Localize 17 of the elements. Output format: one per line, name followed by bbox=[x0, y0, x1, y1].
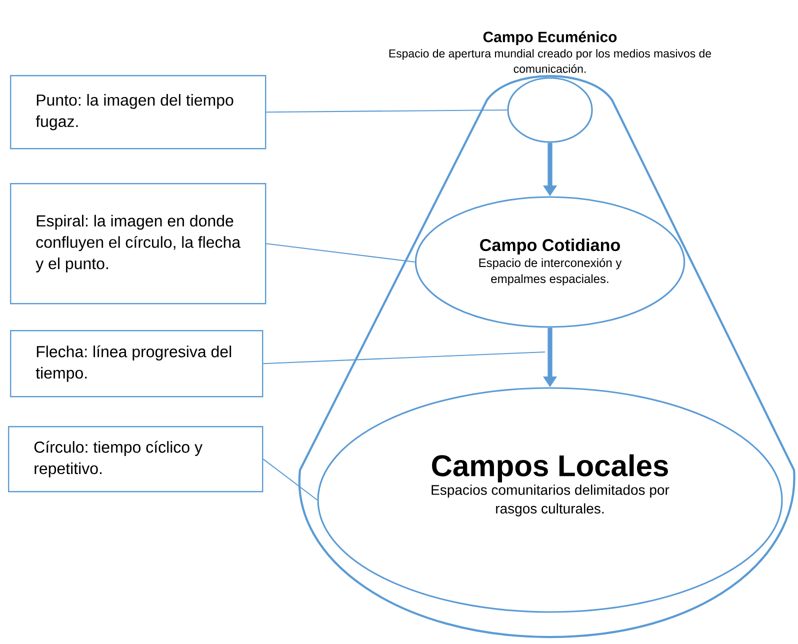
small-circle bbox=[507, 77, 593, 143]
leader-line bbox=[262, 458, 318, 500]
ellipse bbox=[317, 387, 783, 613]
text-box: Punto: la imagen del tiempo fugaz. bbox=[10, 75, 266, 150]
text-box: Flecha: línea progresiva del tiempo. bbox=[10, 330, 264, 398]
heading: Campos Locales bbox=[432, 454, 668, 482]
heading: Campo Cotidiano bbox=[480, 238, 620, 254]
text-box: Espiral: la imagen en donde confluyen el círculo, la flecha y el punto. bbox=[10, 183, 266, 304]
leader-line bbox=[266, 109, 508, 113]
description: Espacios comunitarios delimitados por rasgos culturales. bbox=[432, 484, 670, 516]
ellipse bbox=[414, 196, 686, 328]
description: Espacio de apertura mundial creado por los medios masivos de comunicación. bbox=[389, 49, 711, 73]
description: Espacio de interconexión y empalmes espaciales. bbox=[479, 258, 622, 286]
leader-line bbox=[263, 351, 546, 364]
leader-line bbox=[266, 243, 415, 263]
text-box: Círculo: tiempo cíclico y repetitivo. bbox=[8, 426, 264, 492]
heading: Campo Ecuménico bbox=[483, 31, 617, 46]
